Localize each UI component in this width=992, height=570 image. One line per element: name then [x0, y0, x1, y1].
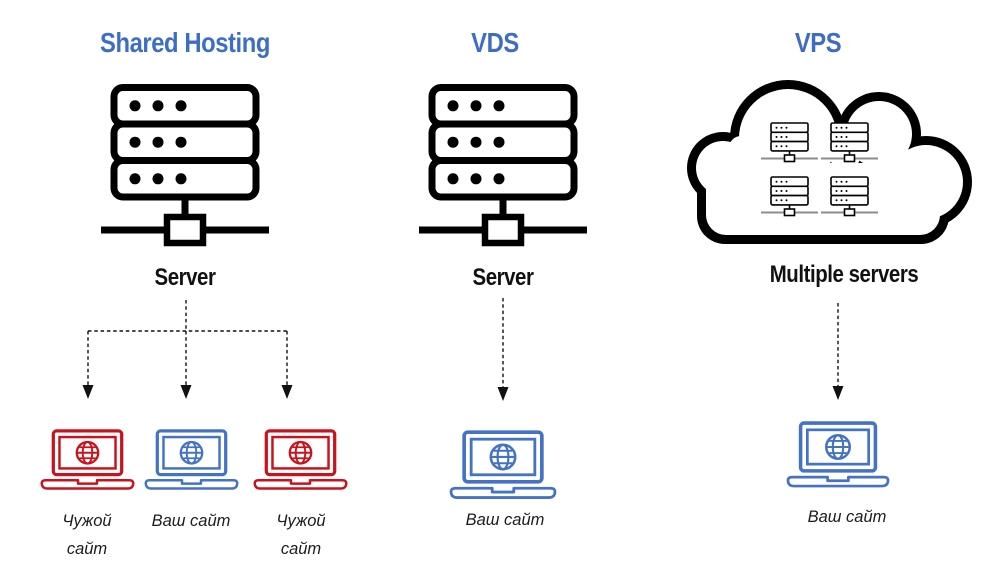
client-site-label: Ваш сайт: [807, 508, 887, 526]
column-title-vds: VDS: [471, 27, 519, 58]
client-site-label: Ваш сайт: [465, 511, 545, 529]
laptop-globe-icon: [449, 430, 557, 500]
client-site-label: Чужой сайт: [62, 512, 112, 559]
column-title-vps: VPS: [794, 27, 842, 58]
server-rack-icon: [418, 84, 588, 247]
laptop-globe-icon: [253, 429, 348, 491]
server-label: Multiple servers: [769, 261, 919, 288]
dashed-arrow-down: [82, 300, 293, 399]
laptop-globe-icon: [144, 429, 239, 491]
column-title-shared-hosting: Shared Hosting: [100, 27, 270, 58]
server-label: Server: [154, 264, 216, 291]
server-label: Server: [472, 264, 534, 291]
cloud-icon: [687, 80, 972, 244]
dashed-arrow-down: [832, 303, 844, 400]
dashed-arrow-down: [497, 298, 509, 401]
client-site-label: Чужой сайт: [276, 512, 326, 559]
laptop-globe-icon: [40, 429, 135, 491]
server-rack-icon: [100, 84, 270, 247]
client-site-label: Ваш сайт: [151, 512, 231, 530]
laptop-globe-icon: [786, 421, 890, 488]
